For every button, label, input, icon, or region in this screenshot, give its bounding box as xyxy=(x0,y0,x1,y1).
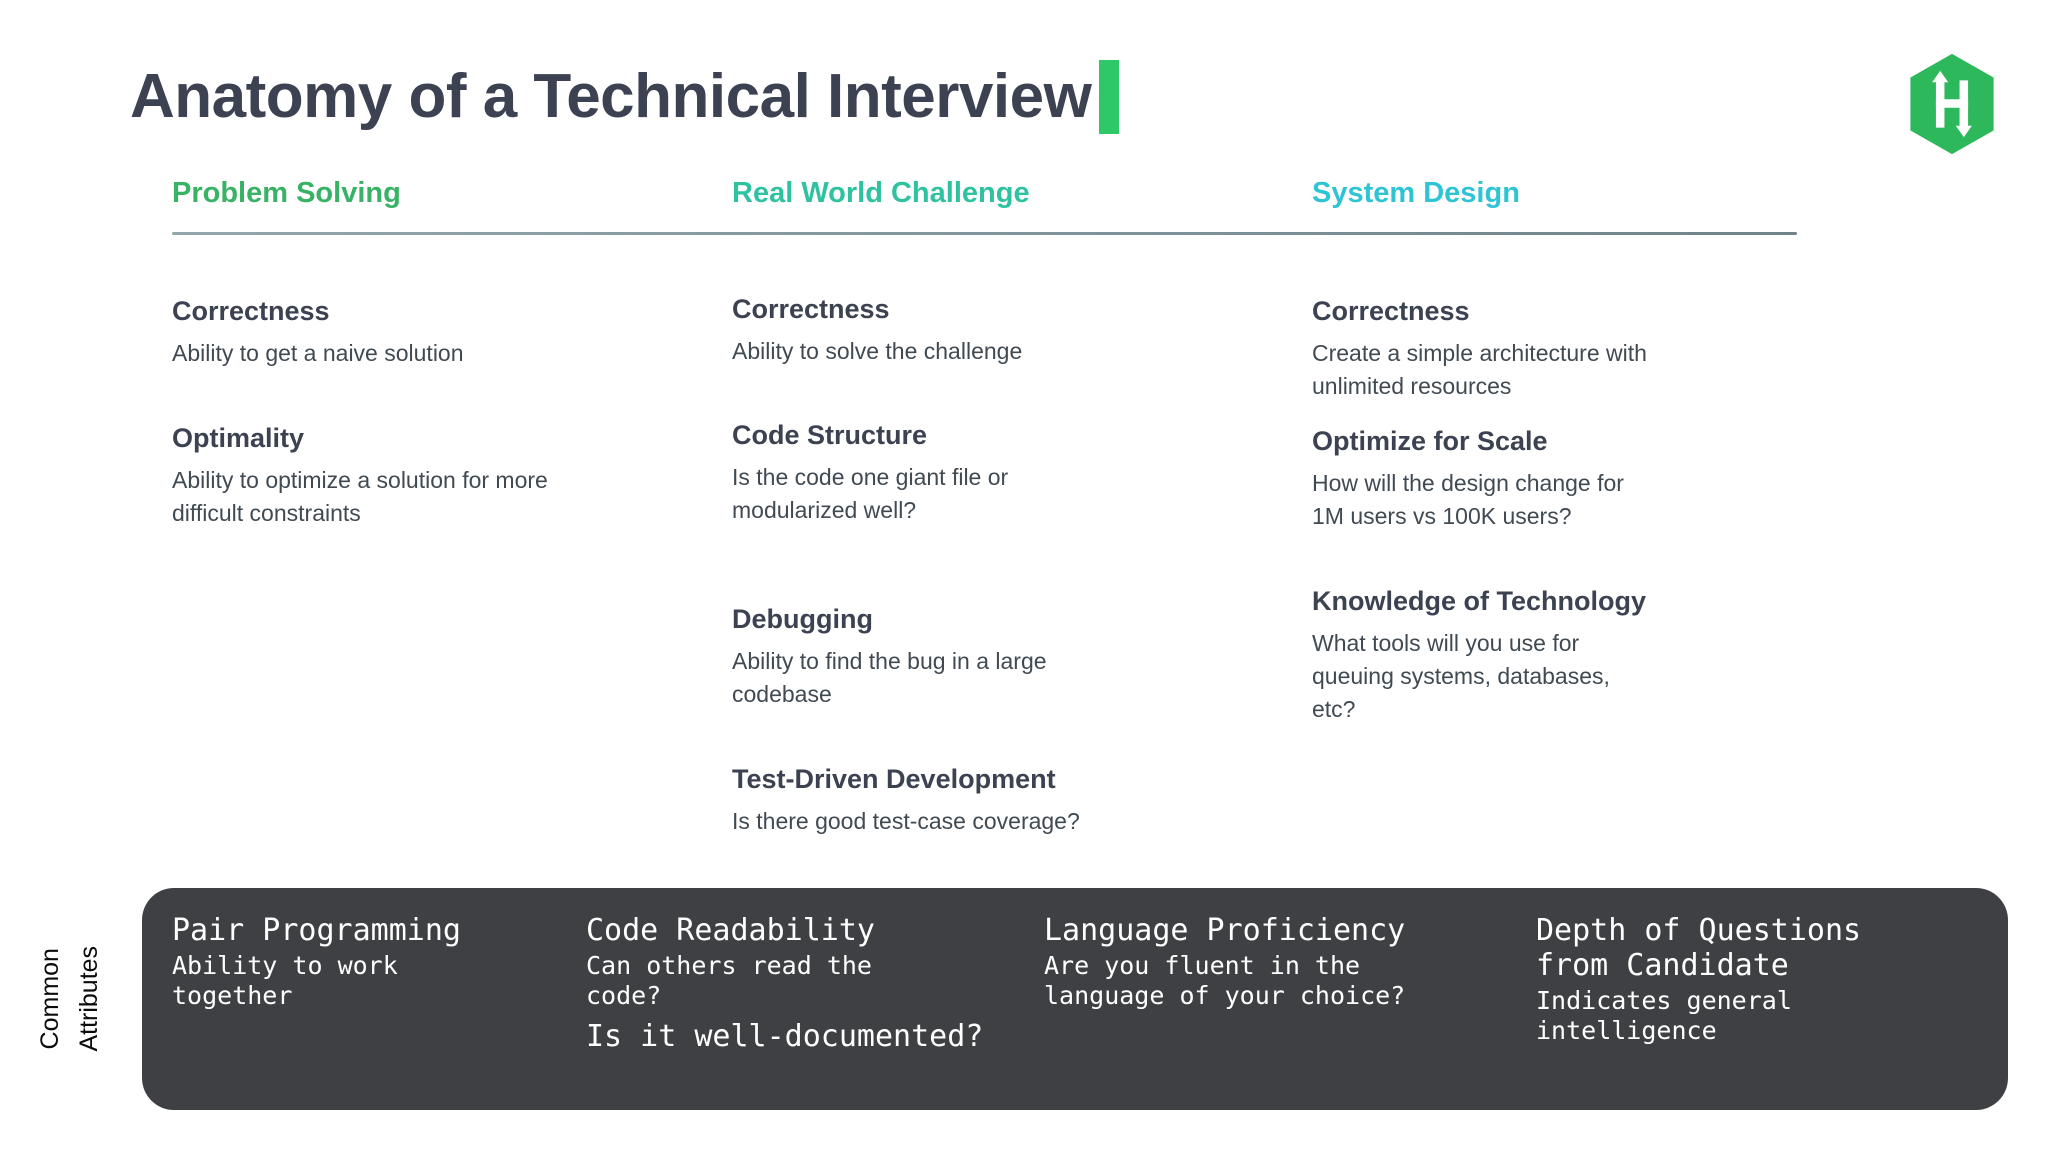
item-title: Optimize for Scale xyxy=(1312,425,1548,456)
item-description: Ability to find the bug in a large codeb… xyxy=(732,648,1047,707)
item-description: Is the code one giant file or modularize… xyxy=(732,464,1009,523)
heading-divider xyxy=(172,231,1797,235)
common-attribute-title: Code Readability xyxy=(586,913,875,948)
column-heading-real-world-challenge: Real World Challenge xyxy=(732,177,1030,209)
typing-caret xyxy=(1099,60,1120,134)
hackerrank-logo xyxy=(1904,52,2000,156)
common-attribute-code-readability: Code Readability Can others read the cod… xyxy=(572,913,1034,1110)
item-description: Ability to optimize a solution for more … xyxy=(172,467,548,526)
list-item: Debugging Ability to find the bug in a l… xyxy=(732,603,1102,711)
item-description: How will the design change for 1M users … xyxy=(1312,470,1624,529)
item-title: Debugging xyxy=(732,603,873,634)
common-attribute-description: Are you fluent in the language of your c… xyxy=(1044,950,1406,1010)
common-attribute-description: Can others read the code? xyxy=(586,950,872,1010)
item-title: Optimality xyxy=(172,422,305,453)
common-attribute-description: Indicates general intelligence xyxy=(1536,985,1792,1045)
item-title: Correctness xyxy=(732,293,890,324)
list-item: Optimize for Scale How will the design c… xyxy=(1312,425,1642,533)
item-title: Correctness xyxy=(172,295,330,326)
common-attribute-language-proficiency: Language Proficiency Are you fluent in t… xyxy=(1034,913,1526,1110)
item-description: Ability to get a naive solution xyxy=(172,340,464,367)
columns-section: Problem Solving Real World Challenge Sys… xyxy=(172,177,1800,834)
common-attribute-depth-of-questions: Depth of Questions from Candidate Indica… xyxy=(1526,913,2008,1110)
list-item: Test-Driven Development Is there good te… xyxy=(732,763,1080,838)
list-item: Correctness Ability to get a naive solut… xyxy=(172,295,464,370)
common-attribute-extra: Is it well-documented? xyxy=(586,1018,984,1054)
common-attributes-side-label: Common Attributes xyxy=(10,888,130,1110)
item-description: Is there good test-case coverage? xyxy=(732,808,1080,835)
list-item: Optimality Ability to optimize a solutio… xyxy=(172,422,602,530)
column-problem-solving: Correctness Ability to get a naive solut… xyxy=(172,267,732,727)
title-row: Anatomy of a Technical Interview xyxy=(130,52,1120,142)
side-label-line-1: Common xyxy=(36,948,65,1050)
list-item: Correctness Ability to solve the challen… xyxy=(732,293,1022,368)
common-attribute-title: Depth of Questions from Candidate xyxy=(1536,913,1862,983)
side-label-line-2: Attributes xyxy=(74,946,103,1052)
column-headings: Problem Solving Real World Challenge Sys… xyxy=(172,177,1800,210)
item-title: Knowledge of Technology xyxy=(1312,585,1646,616)
page-title: Anatomy of a Technical Interview xyxy=(130,62,1092,131)
item-description: Ability to solve the challenge xyxy=(732,338,1023,365)
list-item: Code Structure Is the code one giant fil… xyxy=(732,419,1072,527)
column-heading-problem-solving: Problem Solving xyxy=(172,177,401,209)
item-title: Correctness xyxy=(1312,295,1470,326)
common-attribute-pair-programming: Pair Programming Ability to work togethe… xyxy=(142,913,572,1110)
common-attribute-title: Pair Programming xyxy=(172,913,461,948)
item-title: Code Structure xyxy=(732,419,928,450)
column-bodies: Correctness Ability to get a naive solut… xyxy=(172,267,1800,834)
list-item: Correctness Create a simple architecture… xyxy=(1312,295,1722,403)
common-attributes-bar: Pair Programming Ability to work togethe… xyxy=(142,888,2008,1110)
column-system-design: Correctness Create a simple architecture… xyxy=(1312,267,1800,727)
common-attribute-title: Language Proficiency xyxy=(1044,913,1406,948)
common-attribute-description: Ability to work together xyxy=(172,950,398,1010)
list-item: Knowledge of Technology What tools will … xyxy=(1312,585,1646,725)
column-heading-system-design: System Design xyxy=(1312,177,1520,209)
column-real-world-challenge: Correctness Ability to solve the challen… xyxy=(732,267,1312,834)
item-description: What tools will you use for queuing syst… xyxy=(1312,630,1610,722)
item-description: Create a simple architecture with unlimi… xyxy=(1312,340,1647,399)
item-title: Test-Driven Development xyxy=(732,763,1056,794)
